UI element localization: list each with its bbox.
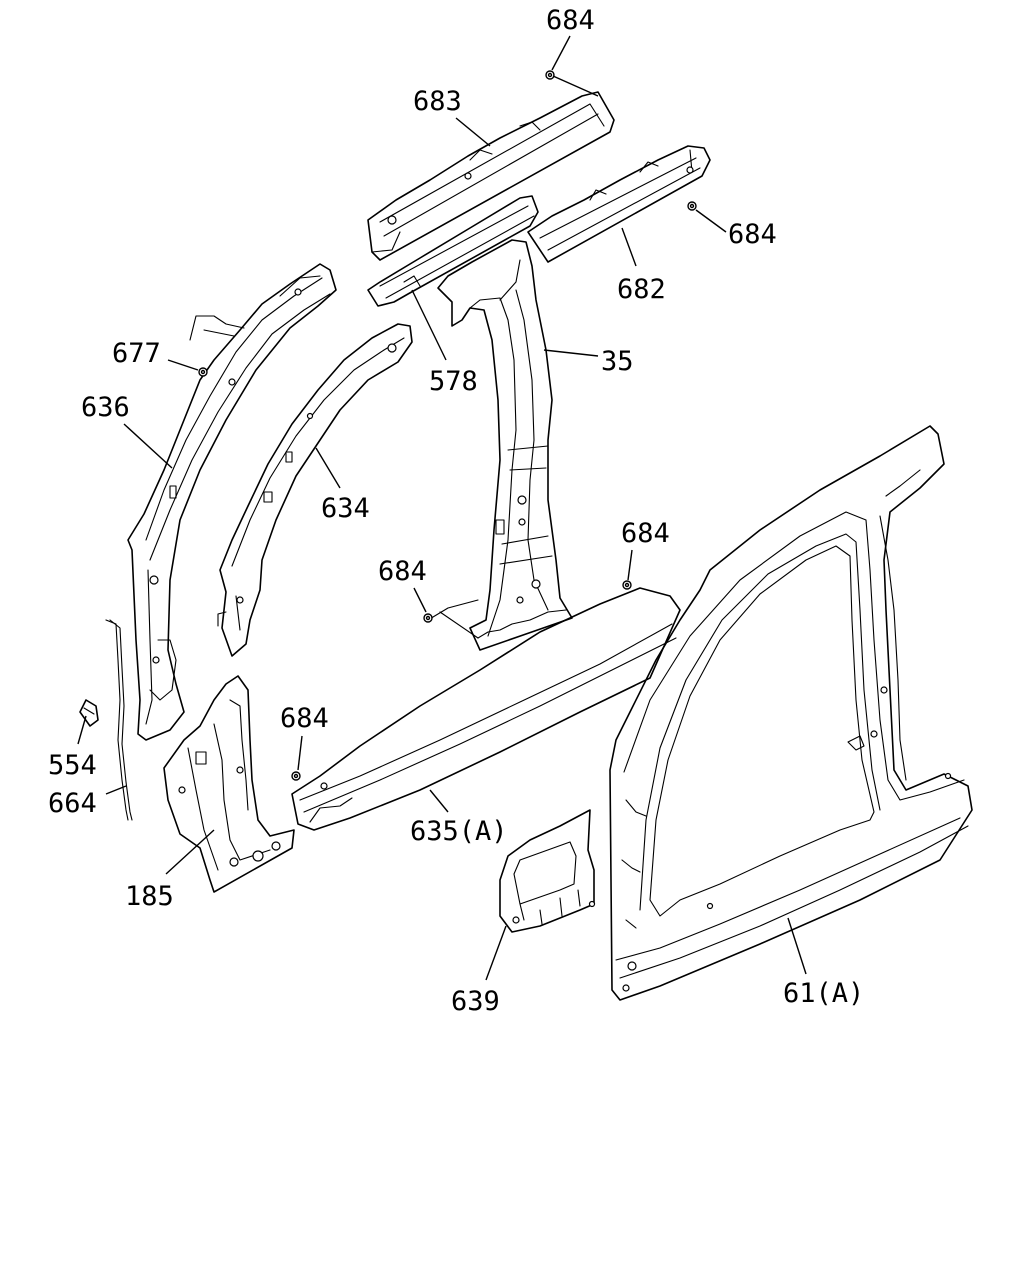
nut-684-right [687, 201, 697, 211]
label-61a: 61(A) [783, 978, 864, 1009]
label-636: 636 [81, 392, 130, 423]
part-664-rod [105, 619, 133, 821]
label-684-low: 684 [280, 703, 329, 734]
label-35: 35 [601, 346, 634, 377]
part-61a-body-side-outer [609, 425, 973, 1001]
part-636-front-pillar [127, 263, 337, 741]
label-683: 683 [413, 86, 462, 117]
part-578-bracket [367, 195, 539, 307]
label-682: 682 [617, 274, 666, 305]
part-635a-rocker-panel [291, 587, 681, 831]
part-35-center-pillar [427, 239, 573, 651]
label-684-top: 684 [546, 5, 595, 36]
label-634: 634 [321, 493, 370, 524]
part-185-hinge-pillar [163, 675, 295, 893]
label-554: 554 [48, 750, 97, 781]
nut-684-mid-left [423, 613, 433, 623]
nut-677 [198, 367, 208, 377]
label-664: 664 [48, 788, 97, 819]
part-639-reinforcement [499, 809, 596, 933]
label-185: 185 [125, 881, 174, 912]
nut-684-top [545, 70, 555, 80]
label-639: 639 [451, 986, 500, 1017]
part-634-front-pillar-inner [217, 323, 413, 657]
label-677: 677 [112, 338, 161, 369]
label-684-right: 684 [728, 219, 777, 250]
label-635a: 635(A) [410, 816, 508, 847]
part-554-clip [79, 699, 99, 727]
label-684-mid-left: 684 [378, 556, 427, 587]
label-684-mid-right: 684 [621, 518, 670, 549]
leader-lines [77, 35, 807, 981]
nut-684-mid-right [622, 580, 632, 590]
part-682-roof-side-rail-rear [527, 145, 711, 263]
nut-684-low [291, 771, 301, 781]
part-683-roof-side-rail-front [367, 91, 615, 261]
label-578: 578 [429, 366, 478, 397]
